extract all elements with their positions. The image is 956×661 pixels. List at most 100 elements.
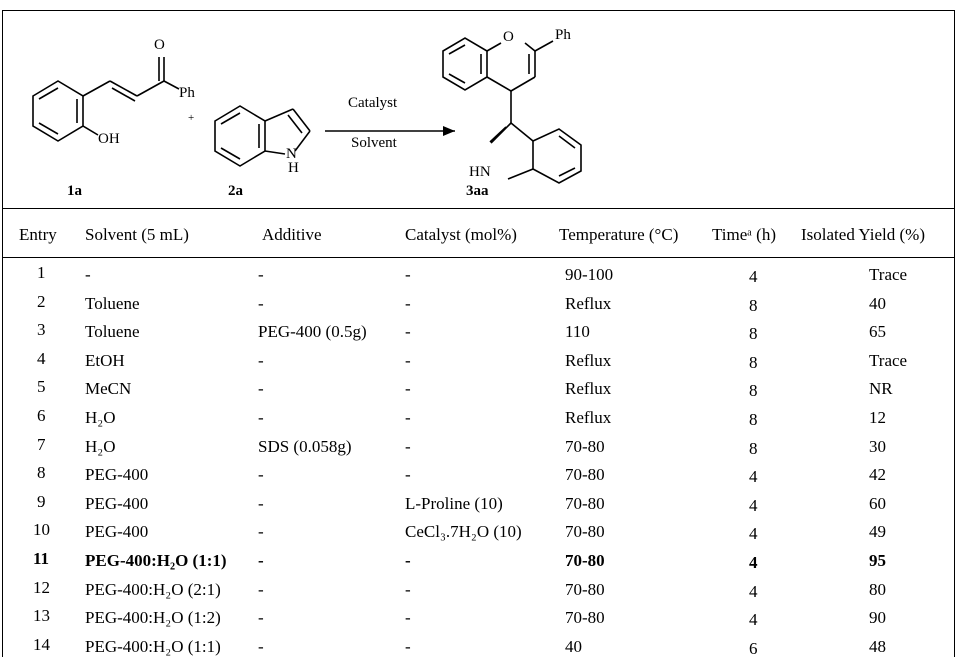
additive-cell: PEG-400 (0.5g)	[258, 322, 367, 342]
entry-cell: 7	[37, 434, 46, 454]
arrow-catalyst-label: Catalyst	[348, 95, 398, 111]
time-cell: 8	[749, 295, 758, 315]
time-cell: 8	[749, 410, 758, 429]
chromene-oxygen-label: O	[503, 29, 514, 45]
time-cell: 4	[749, 267, 758, 286]
additive-cell: -	[258, 350, 264, 370]
solvent-cell: PEG-400:H₂O (1:1)	[85, 636, 221, 656]
time-cell: 8	[749, 381, 758, 401]
catalyst-cell: -	[405, 436, 411, 456]
time-cell: 8	[749, 324, 758, 344]
temperature-cell: Reflux	[565, 350, 612, 370]
yield-cell: NR	[869, 379, 893, 399]
plus-sign: +	[188, 112, 195, 124]
additive-cell: -	[258, 551, 264, 570]
catalyst-cell: -	[405, 265, 411, 284]
temperature-cell: 70-80	[565, 436, 605, 456]
temperature-cell: Reflux	[565, 379, 612, 399]
solvent-cell: PEG-400:H₂O (1:2)	[85, 608, 221, 628]
time-cell: 4	[749, 524, 758, 544]
entry-cell: 12	[33, 577, 50, 597]
catalyst-cell: -	[405, 379, 411, 399]
additive-cell: -	[258, 608, 264, 628]
header-yield: Isolated Yield (%)	[801, 225, 925, 244]
time-cell: 4	[749, 467, 758, 487]
header-temperature: Temperature (°C)	[559, 225, 679, 244]
additive-cell: -	[258, 579, 264, 599]
additive-cell: -	[258, 265, 264, 284]
entry-cell: 9	[37, 491, 46, 511]
temperature-cell: 70-80	[565, 493, 605, 513]
entry-cell: 5	[37, 377, 46, 397]
temperature-cell: 70-80	[565, 608, 605, 628]
yield-cell: Trace	[869, 265, 908, 284]
solvent-cell: PEG-400:H₂O (1:1)	[85, 551, 227, 570]
additive-cell: SDS (0.058g)	[258, 436, 352, 456]
temperature-cell: 70-80	[565, 465, 605, 485]
yield-cell: Trace	[869, 350, 908, 370]
solvent-cell: MeCN	[85, 379, 132, 399]
product-nh-label: HN	[469, 164, 491, 180]
additive-cell: -	[258, 379, 264, 399]
solvent-cell: PEG-400	[85, 493, 149, 513]
catalyst-cell: -	[405, 579, 411, 599]
catalyst-cell: -	[405, 465, 411, 485]
additive-cell: -	[258, 293, 264, 313]
time-cell: 4	[749, 553, 758, 572]
catalyst-cell: -	[405, 608, 411, 628]
catalyst-cell: -	[405, 636, 411, 656]
table-row: 5 MeCN - - Reflux 8 NR	[3, 375, 954, 403]
solvent-cell: Toluene	[85, 293, 140, 313]
solvent-cell: Toluene	[85, 322, 140, 342]
catalyst-cell: -	[405, 551, 411, 570]
yield-cell: 12	[869, 408, 886, 427]
header-solvent: Solvent (5 mL)	[85, 225, 189, 244]
catalyst-cell: -	[405, 293, 411, 313]
additive-cell: -	[258, 493, 264, 513]
temperature-cell: 40	[565, 636, 582, 656]
solvent-cell: PEG-400	[85, 465, 149, 485]
time-cell: 8	[749, 438, 758, 458]
yield-cell: 48	[869, 636, 886, 656]
additive-cell: -	[258, 465, 264, 485]
header-time: Timeᵃ (h)	[712, 225, 776, 244]
entry-cell: 8	[37, 463, 46, 483]
header-additive: Additive	[262, 225, 322, 244]
entry-cell: 6	[37, 406, 46, 425]
divider-header	[3, 257, 954, 258]
time-cell: 4	[749, 495, 758, 515]
time-cell: 6	[749, 638, 758, 658]
arrow-solvent-label: Solvent	[351, 135, 397, 151]
entry-cell: 4	[37, 348, 46, 368]
compound-label-1a: 1a	[67, 183, 82, 199]
entry-cell: 3	[37, 320, 46, 340]
catalyst-cell: -	[405, 408, 411, 427]
yield-cell: 90	[869, 608, 886, 628]
entry-cell: 1	[37, 263, 46, 282]
catalyst-cell: L-Proline (10)	[405, 493, 503, 513]
yield-cell: 49	[869, 522, 886, 542]
temperature-cell: 70-80	[565, 579, 605, 599]
entry-cell: 10	[33, 520, 50, 540]
temperature-cell: 70-80	[565, 551, 605, 570]
solvent-cell: PEG-400	[85, 522, 149, 542]
solvent-cell: H₂O	[85, 408, 116, 427]
carbonyl-oxygen-label: O	[154, 37, 165, 53]
solvent-cell: -	[85, 265, 91, 284]
reaction-scheme-drawing	[32, 37, 582, 184]
entry-cell: 14	[33, 634, 50, 654]
catalyst-cell: CeCl₃.7H₂O (10)	[405, 522, 522, 542]
indole-n-label: N	[286, 146, 297, 162]
table-frame: O Ph OH 1a + N H 2a Catalyst Solvent O P…	[2, 10, 955, 658]
compound-label-2a: 2a	[228, 183, 243, 199]
